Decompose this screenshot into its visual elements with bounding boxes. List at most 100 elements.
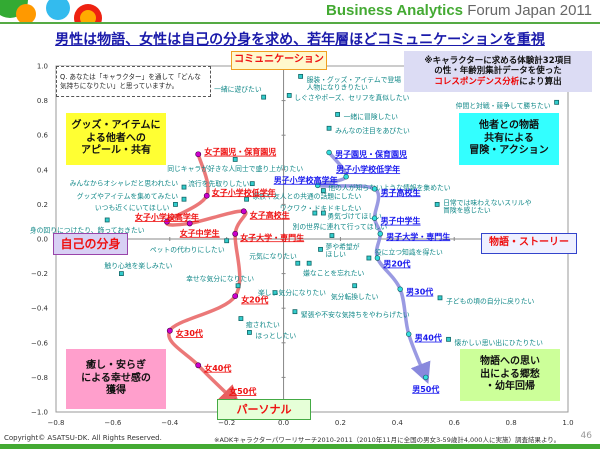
item-point — [434, 201, 440, 207]
female-point — [186, 220, 193, 227]
axis-label-right: 物語・ストーリー — [481, 233, 577, 254]
female-label: 女30代 — [176, 328, 203, 338]
male-label: 男子小学校高学年 — [274, 175, 338, 185]
source-note: ※ADKキャラクターパワーリサーチ2010-2011（2010年11月に全国の男… — [214, 436, 561, 444]
item-label: 触り心地を楽しみたい — [104, 261, 172, 270]
item-label: いつも近くにいてほしい — [95, 203, 170, 212]
question-box: Q. あなたは「キャラクター」を通して「どんな気持ちになりたい」と思っていますか… — [56, 66, 211, 97]
y-tick-label: 1.0 — [37, 63, 48, 71]
item-point — [320, 210, 326, 216]
female-label: 女子高校生 — [250, 210, 290, 220]
female-point — [166, 327, 173, 334]
axis-label-bottom: パーソナル — [217, 399, 311, 420]
item-point — [306, 260, 312, 266]
item-label: 家族や友人との共通の話題にしたい — [253, 192, 362, 201]
x-tick-label: 0.6 — [449, 419, 461, 427]
item-label: ペットの代わりにしたい — [150, 245, 225, 254]
item-label: 身の回りにつけたり、飾っておきたい — [30, 225, 145, 234]
note-line-2: の性・年齢別集計データを使った — [434, 66, 562, 77]
male-label: 男子高校生 — [381, 187, 421, 197]
y-tick-label: −0.8 — [31, 374, 48, 382]
y-tick-label: 0.2 — [37, 201, 48, 209]
male-point — [371, 215, 378, 221]
female-point — [232, 293, 239, 299]
item-point — [320, 188, 326, 193]
item-label: 流行を先取りしたい — [188, 179, 249, 188]
item-label: 元気になりたい — [249, 252, 297, 261]
female-label: 女50代 — [229, 386, 256, 396]
item-label: ワクワク・ドキドキしたい — [280, 205, 362, 213]
y-tick-label: 0.8 — [37, 97, 48, 105]
x-tick-label: −0.2 — [218, 419, 235, 427]
male-point — [377, 231, 383, 237]
male-point — [314, 182, 321, 189]
female-label: 女40代 — [204, 363, 231, 373]
logo — [0, 0, 110, 22]
item-point — [366, 255, 372, 261]
quadrant-top-left: グッズ・アイテムによる他者へのアピール・共有 — [66, 113, 166, 165]
female-label: 女子小学校高学年 — [135, 212, 199, 222]
female-label: 女子中学生 — [180, 228, 220, 238]
y-tick-label: −0.2 — [31, 270, 48, 278]
item-point — [329, 233, 335, 238]
item-label: みんなの注目をあびたい — [335, 126, 410, 135]
item-point — [335, 112, 341, 117]
item-point — [298, 73, 304, 79]
item-point — [437, 295, 443, 301]
page-number: 46 — [580, 431, 592, 441]
item-label: 幸せな気分になりたい — [186, 274, 254, 283]
item-point — [181, 184, 187, 190]
item-point — [173, 201, 178, 207]
female-label: 女子大学・専門生 — [240, 232, 304, 242]
male-label: 男40代 — [415, 333, 442, 343]
male-label: 男子大学・専門生 — [386, 231, 450, 241]
item-point — [446, 336, 451, 342]
female-point — [232, 230, 239, 237]
male-label: 男20代 — [383, 259, 410, 269]
item-point — [249, 181, 255, 187]
female-trend-curve — [164, 153, 248, 407]
header-divider — [0, 22, 600, 24]
male-point — [397, 286, 403, 292]
x-tick-label: 1.0 — [562, 419, 573, 427]
item-label: 一緒に遊びたい — [214, 85, 262, 94]
item-point — [352, 283, 358, 289]
item-point — [244, 196, 249, 202]
item-point — [286, 93, 292, 98]
item-label: グッズやアイテムを集めてみたい — [77, 192, 178, 201]
female-point — [195, 151, 202, 158]
item-label: 別の世界に連れて行ってほしい — [293, 222, 388, 231]
item-point — [312, 210, 318, 216]
axis-label-left: 自己の分身 — [53, 233, 128, 255]
male-label: 男50代 — [412, 384, 439, 394]
item-point — [247, 330, 252, 335]
item-label: 懐かしい思い出にひたりたい — [455, 338, 544, 347]
y-tick-label: −1.0 — [31, 409, 48, 417]
x-tick-label: 0.4 — [392, 419, 404, 427]
axis-label-top: コミュニケーション — [231, 51, 327, 70]
item-label: 緊張や不安な気持ちをやわらげたい — [301, 310, 410, 319]
y-tick-label: 0.0 — [37, 236, 48, 244]
item-label: 楽しい気分になりたい — [258, 288, 326, 297]
item-label: 役に立つ知識を得たい — [375, 248, 443, 257]
item-point — [235, 283, 241, 289]
x-tick-label: 0.2 — [335, 419, 346, 427]
male-point — [343, 174, 349, 180]
quadrant-bottom-left: 癒し・安らぎによる幸せ感の獲得 — [66, 349, 166, 409]
analysis-note: ※キャラクターに求める体験計32項目の性・年齢別集計データを使ったコレスポンデン… — [404, 51, 592, 92]
brand-rest: Forum Japan 2011 — [467, 2, 592, 19]
item-label: 夢や希望がほしい — [326, 242, 360, 259]
item-point — [238, 316, 244, 321]
item-label: 勇気づけてほしい — [327, 212, 382, 221]
female-label: 女子小学校低学年 — [212, 187, 276, 197]
item-point — [292, 309, 298, 315]
item-label: 一緒に冒険したい — [344, 112, 399, 121]
item-label: みんなからオシャレだと思われたい — [70, 180, 179, 188]
quadrant-bottom-right: 物語への思い出による郷愁・幼年回帰 — [460, 349, 560, 401]
item-label: 服装・グッズ・アイテムで登場人物になりきりたい — [307, 75, 402, 92]
y-tick-label: −0.6 — [31, 339, 49, 347]
item-label: 子どもの頃の自分に戻りたい — [446, 296, 535, 305]
note-highlight: コレスポンデンス分析 — [434, 76, 520, 87]
item-point — [295, 260, 301, 266]
male-point — [374, 255, 381, 261]
